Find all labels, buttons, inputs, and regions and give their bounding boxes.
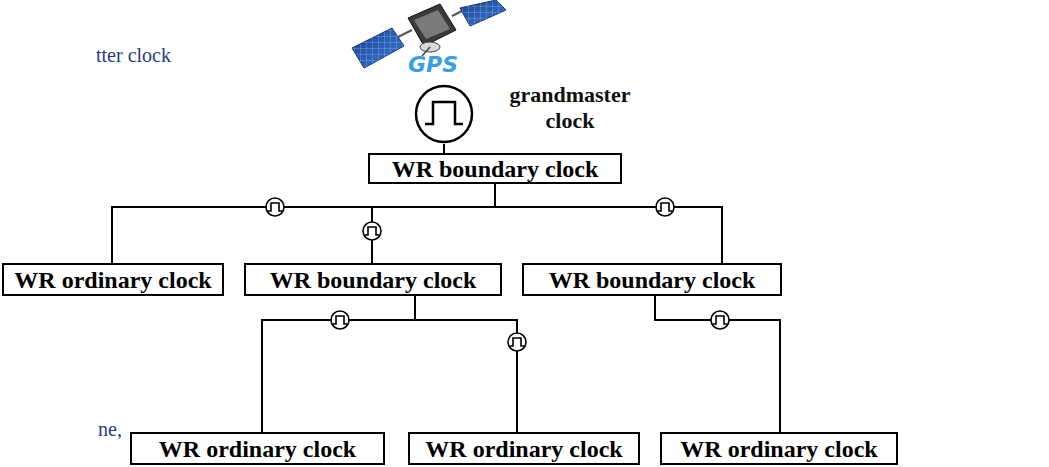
square-wave [510,338,524,346]
connector-line [372,184,495,263]
clock-icon [711,311,729,329]
box-label: WR ordinary clock [680,437,877,461]
box-label: WR ordinary clock [425,437,622,461]
clock-box: WR boundary clock [522,263,782,296]
connector [444,144,445,153]
square-wave [333,316,347,324]
slide-fragment: ne, [98,418,122,441]
connector-line [262,296,415,432]
box-label: WR boundary clock [270,268,477,292]
clock-icon [363,222,381,240]
connector [495,184,722,263]
clock-box: WR boundary clock [244,263,502,296]
square-wave [365,227,379,235]
square-wave [268,203,282,211]
square-wave [713,316,727,324]
connector-line [112,184,495,263]
clock-box: WR ordinary clock [408,432,640,465]
connector [415,296,517,432]
connector [112,184,495,263]
box-label: WR ordinary clock [159,437,356,461]
clock-icon [266,198,284,216]
connector-line [655,296,780,432]
clock-circle [414,84,474,144]
box-label: WR boundary clock [392,157,599,181]
gps-label: GPS [408,52,458,77]
clock-icon [508,333,526,351]
clock-icon [331,311,349,329]
connector-line [495,184,722,263]
square-wave [658,203,672,211]
box-label: WR boundary clock [549,268,756,292]
grandmaster-clock: grandmaster clock [414,84,474,144]
connector-line [443,144,445,153]
clock-box: WR ordinary clock [2,263,224,296]
clock-icon [656,198,674,216]
clock-box: WR boundary clock [368,153,622,184]
connector-line [415,296,517,432]
connector [372,184,495,263]
connector [655,296,780,432]
clock-box: WR ordinary clock [660,432,898,465]
box-label: WR ordinary clock [14,268,211,292]
clock-box: WR ordinary clock [130,432,385,465]
connector [262,296,415,432]
clock-label: grandmaster clock [500,82,640,135]
slide-fragment: tter clock [96,44,171,67]
